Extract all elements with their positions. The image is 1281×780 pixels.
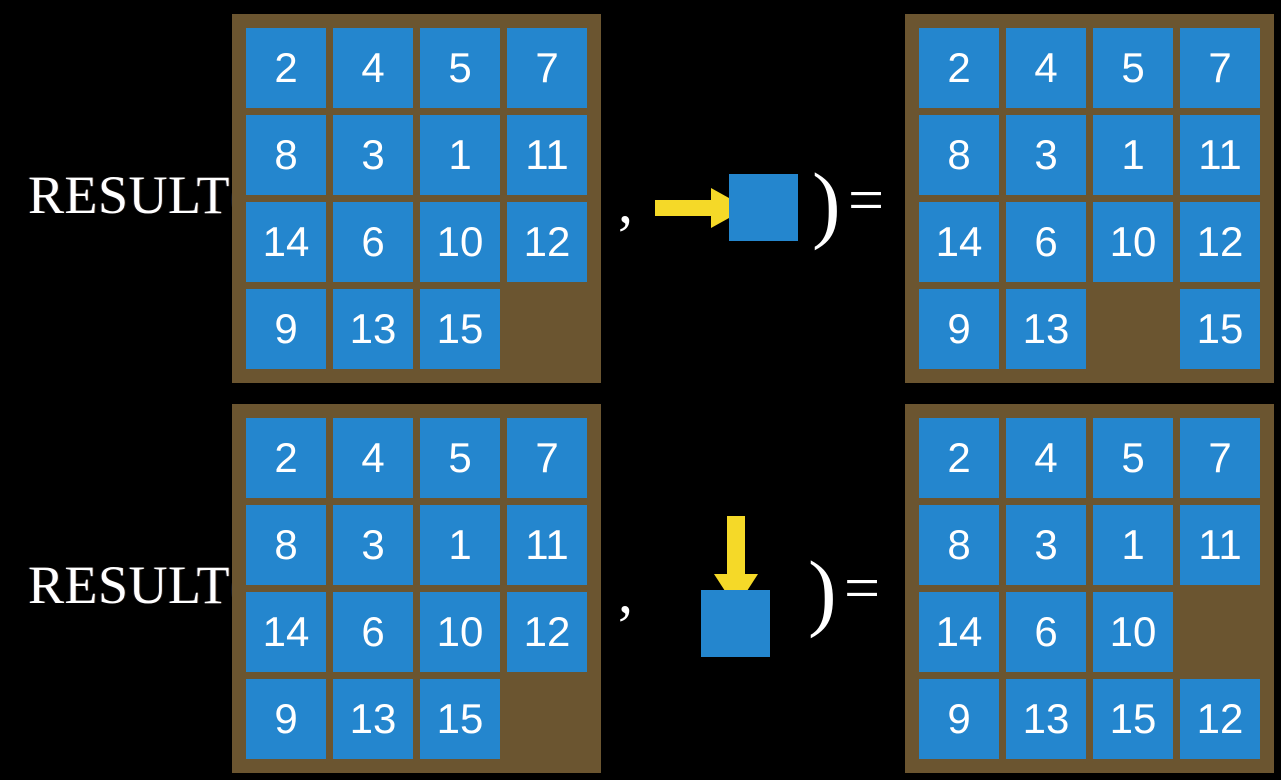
tile[interactable]: 1 [420,115,500,195]
tile[interactable]: 7 [1180,28,1260,108]
puzzle-board-input-bottom: 2 4 5 7 8 3 1 11 14 6 10 12 9 13 15 [232,404,601,773]
tile[interactable]: 13 [1006,289,1086,369]
blank-cell [507,679,587,759]
tile[interactable]: 4 [1006,418,1086,498]
tile[interactable]: 8 [246,505,326,585]
tile[interactable]: 2 [919,28,999,108]
tile[interactable]: 5 [420,28,500,108]
tile[interactable]: 11 [1180,115,1260,195]
tile[interactable]: 9 [246,679,326,759]
tile[interactable]: 7 [1180,418,1260,498]
tile[interactable]: 6 [333,592,413,672]
tile[interactable]: 2 [919,418,999,498]
tile[interactable]: 4 [1006,28,1086,108]
tile[interactable]: 10 [1093,202,1173,282]
tile[interactable]: 6 [1006,202,1086,282]
tile[interactable]: 4 [333,28,413,108]
tile[interactable]: 1 [420,505,500,585]
tile[interactable]: 12 [507,592,587,672]
tile[interactable]: 6 [333,202,413,282]
tile[interactable]: 2 [246,28,326,108]
equals-sign: = [844,552,881,623]
tile[interactable]: 7 [507,418,587,498]
equation-row-bottom: RESULT( 2 4 5 7 8 3 1 11 14 6 10 12 9 13… [0,390,1281,780]
tile[interactable]: 14 [246,592,326,672]
tile[interactable]: 6 [1006,592,1086,672]
tile[interactable]: 1 [1093,505,1173,585]
tile[interactable]: 9 [919,289,999,369]
tile[interactable]: 2 [246,418,326,498]
tile[interactable]: 15 [420,679,500,759]
tile[interactable]: 1 [1093,115,1173,195]
tile[interactable]: 11 [507,505,587,585]
argument-separator-comma: , [618,559,633,625]
tile[interactable]: 14 [919,592,999,672]
tile[interactable]: 13 [333,289,413,369]
tile[interactable]: 11 [1180,505,1260,585]
close-paren: ) [812,155,841,251]
tile[interactable]: 3 [333,115,413,195]
tile[interactable]: 9 [246,289,326,369]
puzzle-board-output-bottom: 2 4 5 7 8 3 1 11 14 6 10 9 13 15 12 [905,404,1274,773]
tile[interactable]: 5 [1093,28,1173,108]
tile[interactable]: 10 [420,202,500,282]
tile[interactable]: 3 [1006,505,1086,585]
blank-cell [1180,592,1260,672]
tile[interactable]: 12 [507,202,587,282]
tile[interactable]: 3 [1006,115,1086,195]
arrow-down-icon [714,516,758,608]
puzzle-board-output-top: 2 4 5 7 8 3 1 11 14 6 10 12 9 13 15 [905,14,1274,383]
result-function-label-bottom: RESULT( [28,555,249,615]
arrow-right-icon [655,188,747,228]
tile[interactable]: 9 [919,679,999,759]
tile[interactable]: 14 [919,202,999,282]
tile[interactable]: 10 [420,592,500,672]
tile[interactable]: 5 [420,418,500,498]
tile[interactable]: 14 [246,202,326,282]
tile[interactable]: 8 [246,115,326,195]
tile[interactable]: 8 [919,115,999,195]
puzzle-board-input-top: 2 4 5 7 8 3 1 11 14 6 10 12 9 13 15 [232,14,601,383]
tile[interactable]: 7 [507,28,587,108]
tile[interactable]: 12 [1180,679,1260,759]
tile[interactable]: 13 [1006,679,1086,759]
tile[interactable]: 3 [333,505,413,585]
tile[interactable]: 4 [333,418,413,498]
tile[interactable]: 8 [919,505,999,585]
close-paren: ) [808,543,837,639]
tile[interactable]: 12 [1180,202,1260,282]
tile[interactable]: 15 [1180,289,1260,369]
equation-row-top: RESULT( 2 4 5 7 8 3 1 11 14 6 10 12 9 13… [28,14,1274,383]
tile[interactable]: 5 [1093,418,1173,498]
tile[interactable]: 13 [333,679,413,759]
blank-cell [507,289,587,369]
operand-blue-tile[interactable] [729,174,798,241]
tile[interactable]: 10 [1093,592,1173,672]
blank-cell [1093,289,1173,369]
result-function-label-top: RESULT( [28,165,249,225]
tile[interactable]: 11 [507,115,587,195]
tile[interactable]: 15 [420,289,500,369]
equals-sign: = [848,164,885,235]
tile[interactable]: 15 [1093,679,1173,759]
argument-separator-comma: , [618,169,633,235]
operand-blue-tile[interactable] [701,590,770,657]
